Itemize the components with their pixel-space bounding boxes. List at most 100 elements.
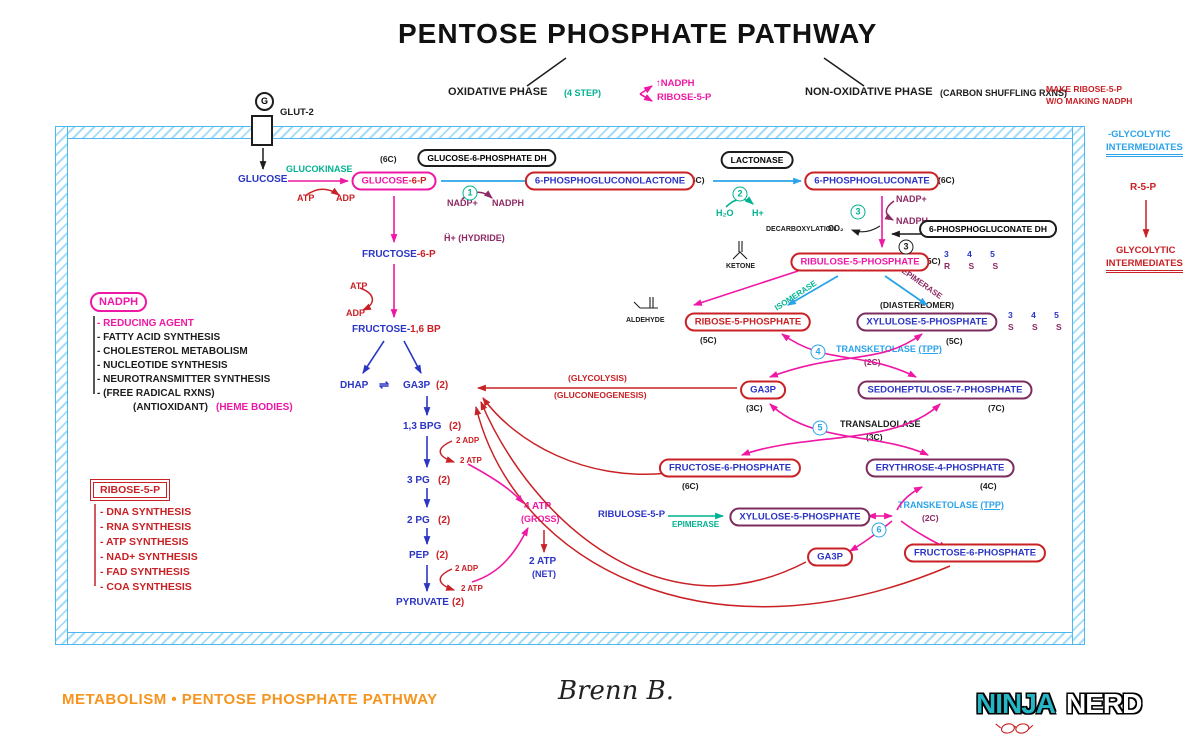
gross-atp-value: 4 ATP — [524, 501, 552, 512]
glut2-transporter — [251, 115, 273, 146]
atp2-label-1: 2 ATP — [460, 456, 482, 465]
glucose-6-p-node: GLUCOSE-6-P — [351, 171, 437, 191]
step-5-badge: 5 — [812, 420, 828, 436]
epimerase-bottom-label: EPIMERASE — [672, 520, 720, 529]
atp-label: ATP — [297, 193, 315, 203]
erythrose-text: ERYTHROSE-4-PHOSPHATE — [875, 462, 1005, 474]
bpg-count: (2) — [449, 421, 462, 432]
xylulose-bottom-node: XYLULOSE-5-PHOSPHATE — [729, 507, 871, 527]
oxidative-steps-label: (4 STEP) — [564, 88, 602, 98]
ribulose-carbons: (5C) — [924, 256, 941, 266]
title-line-right — [823, 57, 865, 87]
step-3-badge: 3 — [850, 204, 866, 220]
ribose-item-fad: - FAD SYNTHESIS — [100, 566, 190, 578]
ribulose-stereo-nums: 3 4 5 — [944, 249, 1003, 259]
glut2-label: GLUT-2 — [280, 107, 314, 118]
glycolysis-column-arrows — [359, 196, 548, 593]
gluconate-carbons: (6C) — [938, 175, 955, 185]
g6p-carbons: (6C) — [380, 154, 397, 164]
decarboxylation-note: DECARBOXYLATION — [766, 226, 837, 233]
membrane-right — [1072, 126, 1085, 645]
glucose-ligand-icon: G — [255, 92, 274, 111]
f6p-bottom-text: FRUCTOSE-6-PHOSPHATE — [913, 547, 1037, 559]
oxidative-output-ribose: RIBOSE-5-P — [657, 92, 712, 103]
nadph-label-2: NADPH — [896, 216, 929, 226]
atp-adp-curve — [304, 187, 340, 197]
note-glycolytic-red-1: GLYCOLYTIC — [1116, 245, 1176, 256]
ga3p-bottom-node: GA3P — [807, 547, 853, 567]
arrow-to-dhap — [362, 340, 385, 374]
nonoxidative-sub-label: (CARBON SHUFFLING RXNS) — [940, 88, 1067, 98]
fructose-6-p-label: FRUCTOSE-6-P — [362, 249, 436, 261]
nadph-item-neurotransmitter: - NEUROTRANSMITTER SYNTHESIS — [97, 374, 271, 385]
adp2-label-1: 2 ADP — [456, 436, 480, 445]
signature: Brenn B. — [558, 676, 675, 706]
side-and-boxes-lines — [93, 200, 1150, 586]
note-glycolytic-blue-2: INTERMEDIATES — [1106, 143, 1183, 157]
nadph-item-cholesterol: - CHOLESTEROL METABOLISM — [97, 346, 248, 357]
footer-course-title: METABOLISM • PENTOSE PHOSPHATE PATHWAY — [62, 691, 438, 708]
glasses-doodle — [995, 723, 1034, 734]
g6pdh-enzyme-node: GLUCOSE-6-PHOSPHATE DH — [417, 149, 557, 167]
ninja-nerd-logo-nerd: NERD — [1066, 688, 1142, 719]
f16bp-a: FRUCTOSE- — [352, 324, 411, 335]
nadph-item-heme-bodies: (HEME BODIES) — [216, 402, 293, 413]
g6p-text-b: -6-P — [408, 175, 427, 187]
atp-gross-curve-1 — [467, 463, 524, 504]
ribose-carbons: (5C) — [700, 335, 717, 345]
adp2-label-2: 2 ADP — [455, 564, 479, 573]
g6p-text-a: GLUCOSE — [361, 175, 409, 187]
glycolysis-direction-label: (GLYCOLYSIS) — [568, 373, 627, 383]
sedoheptulose-carbons: (7C) — [988, 403, 1005, 413]
nadph-item-fatty-acid: - FATTY ACID SYNTHESIS — [97, 332, 221, 343]
ribose-item-rna: - RNA SYNTHESIS — [100, 521, 192, 533]
ribulose-5-p-node: RIBULOSE-5-PHOSPHATE — [790, 252, 930, 272]
step-6-badge: 6 — [871, 522, 887, 538]
ta-cross-b — [740, 403, 941, 456]
return-curve-f6p-bottom — [474, 405, 951, 608]
pep-count: (2) — [436, 550, 449, 561]
erythrose-carbons: (4C) — [980, 481, 997, 491]
transketolase-1-cross — [768, 333, 923, 378]
aldehyde-structure — [633, 297, 658, 309]
arrow-ribulose-aldehyde — [692, 270, 799, 306]
h2o-label: H₂O — [716, 208, 734, 218]
arrow-to-ga3p — [403, 340, 422, 374]
co2-hook-arrow — [850, 225, 881, 236]
f6p-mid-text: FRUCTOSE-6-PHOSPHATE — [668, 462, 792, 474]
net-atp-value: 2 ATP — [529, 556, 557, 567]
oxidative-output-arrow-2 — [639, 93, 653, 102]
atp-gross-curve-2 — [471, 527, 529, 583]
pgdh-enzyme-node: 6-PHOSPHOGLUCONATE DH — [919, 220, 1057, 238]
f6p-b: -6-P — [416, 249, 436, 260]
ribose-item-coa: - COA SYNTHESIS — [100, 581, 192, 593]
ribulose-5-p-bottom-label: RIBULOSE-5-P — [598, 509, 666, 520]
ribose-item-atp: - ATP SYNTHESIS — [100, 536, 189, 548]
bpg-label: 1,3 BPG — [403, 421, 442, 432]
pg3-label: 3 PG — [407, 475, 430, 486]
nadph-box-title: NADPH — [90, 292, 148, 312]
pg2-label: 2 PG — [407, 515, 430, 526]
xylulose-stereo-nums: 3 4 5 — [1008, 310, 1067, 320]
oxidative-output-arrow-1 — [639, 85, 653, 95]
note-glycolytic-red-2: INTERMEDIATES — [1106, 259, 1183, 273]
note-glycolytic-blue-1: -GLYCOLYTIC — [1108, 129, 1171, 140]
hydride-note: Ḧ+ (HYDRIDE) — [444, 233, 505, 243]
nadp-nadph-curve-2 — [884, 200, 895, 221]
return-curve-ga3p — [480, 400, 807, 587]
ninja-nerd-logo-ninja: NINJA — [976, 688, 1056, 719]
ketone-structure — [732, 241, 748, 260]
step-4-badge: 4 — [810, 344, 826, 360]
nadph-label-1: NADPH — [492, 198, 525, 208]
oxidative-phase-label: OXIDATIVE PHASE — [448, 86, 548, 98]
page-title: PENTOSE PHOSPHATE PATHWAY — [398, 18, 878, 49]
equilibrium-arrows: ⇌ — [379, 378, 390, 392]
red-return-curves — [474, 397, 951, 608]
tk2-tpp: (TPP) — [980, 500, 1004, 510]
ga3p-bottom-text: GA3P — [817, 551, 843, 563]
arrow-to-e4p — [896, 486, 924, 511]
nadph-item-nucleotide: - NUCLEOTIDE SYNTHESIS — [97, 360, 228, 371]
tk1-tpp: (TPP) — [918, 344, 942, 354]
f16bp-b: 1,6 BP — [410, 324, 441, 335]
